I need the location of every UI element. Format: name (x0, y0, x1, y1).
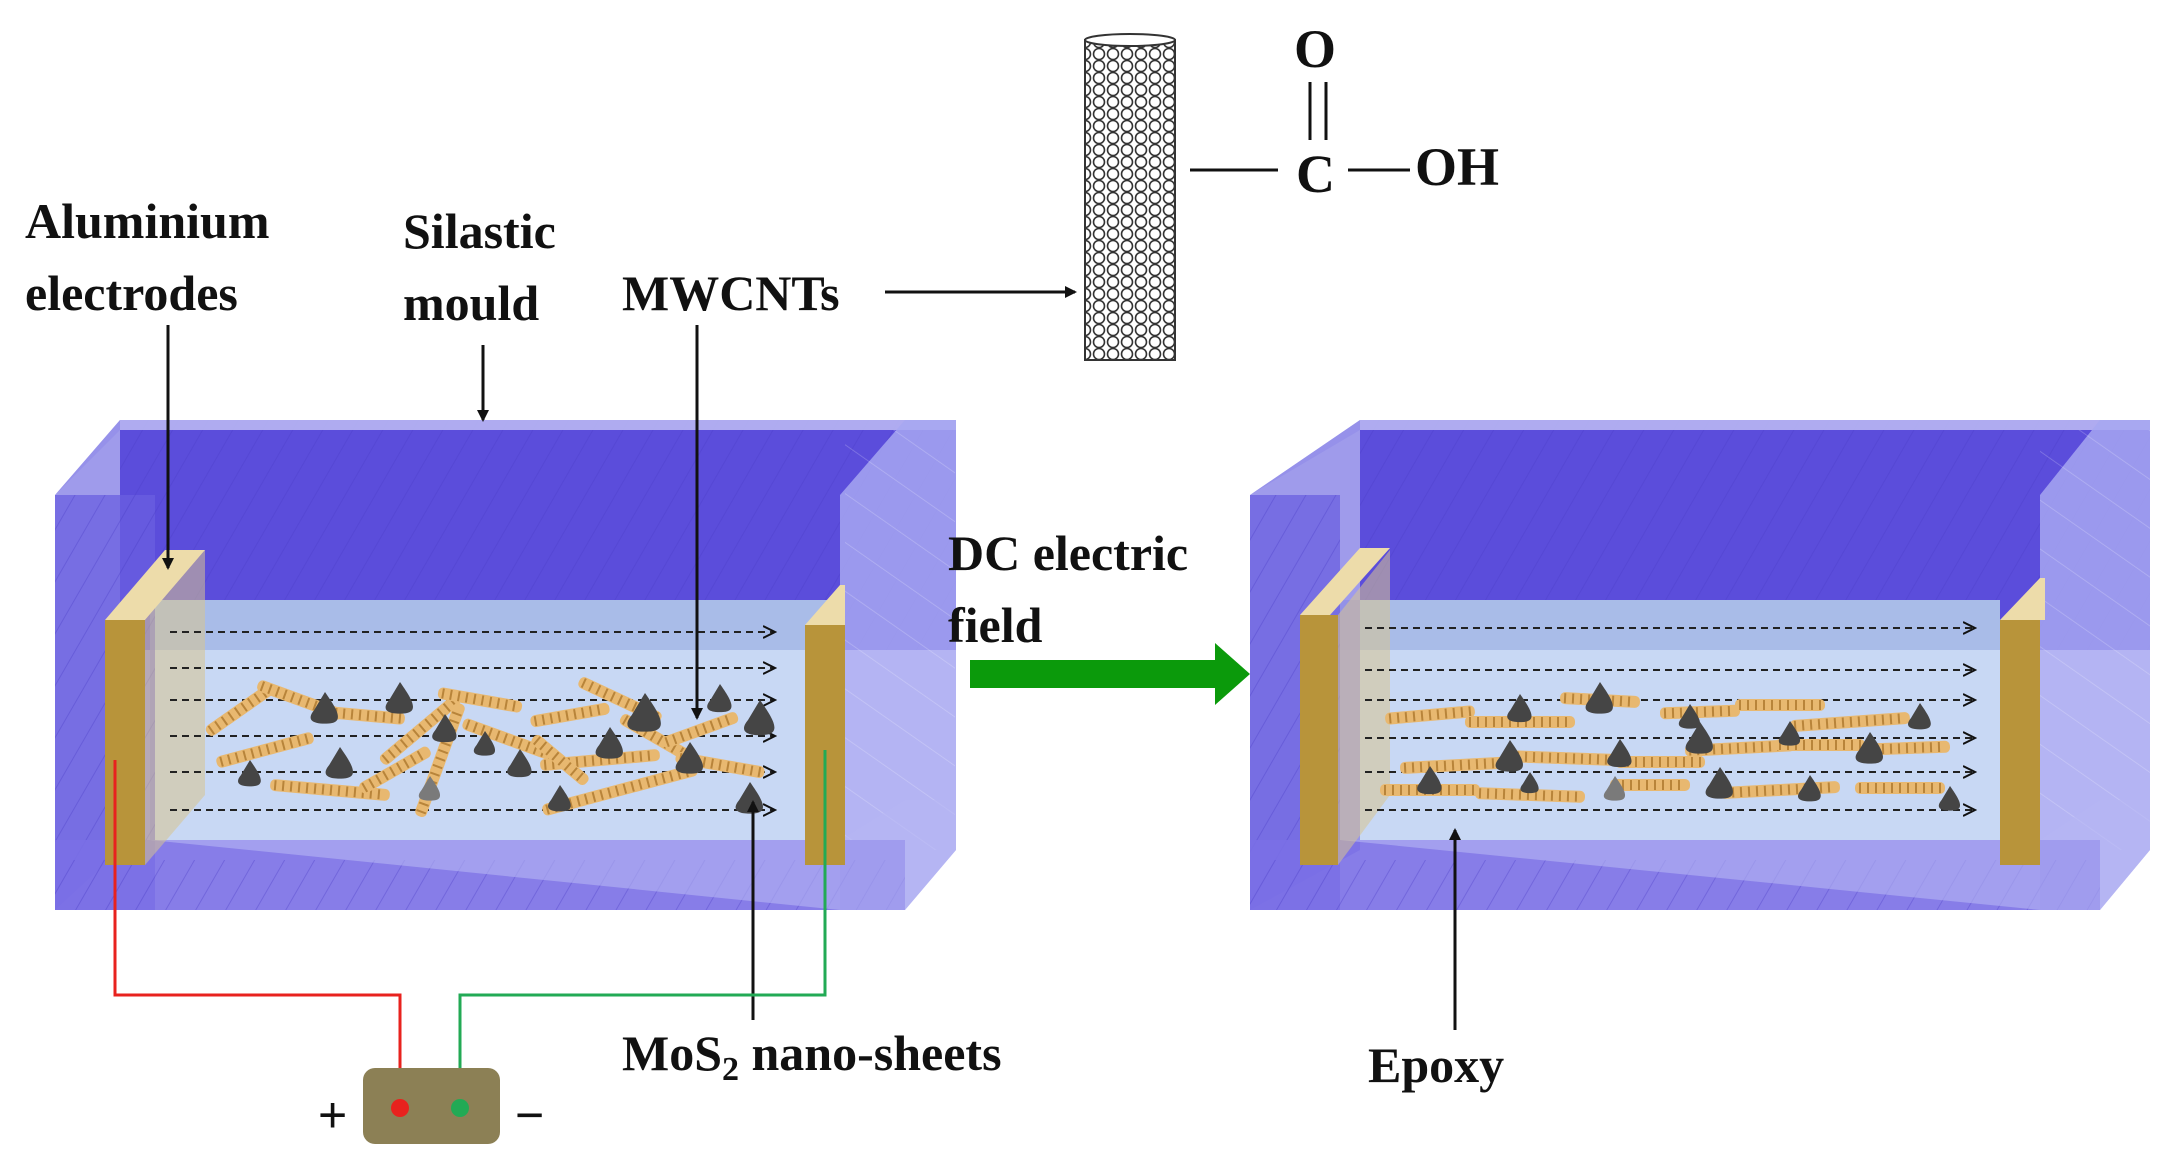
mos2-sheet (743, 700, 775, 736)
label-mos2: MoS2 nano-sheets (622, 1022, 1002, 1101)
nanotube (270, 779, 390, 801)
mos2-sheet (707, 684, 732, 713)
nanotube (531, 734, 589, 786)
label-epoxy: Epoxy (1368, 1037, 1505, 1093)
mos2-sheet (1855, 732, 1883, 764)
nanotube (1385, 705, 1475, 725)
nanotube (1659, 704, 1741, 720)
atom-carbon: C (1296, 144, 1335, 204)
nanotube (530, 702, 610, 728)
mos2-sheet (1705, 767, 1733, 799)
mos2-sheet (432, 714, 457, 743)
mos2-sheet (1607, 739, 1632, 768)
mos2-sheet (385, 682, 413, 714)
negative-terminal (451, 1099, 469, 1117)
label-dc-line1: DC electric (948, 525, 1189, 581)
mos2-sheet (1495, 740, 1523, 772)
nanotube (1735, 699, 1825, 711)
mos2-sheet (418, 776, 441, 801)
wire-negative (458, 750, 827, 1108)
mwcnt-illustration (1084, 33, 1176, 361)
mos2-sheet (627, 693, 661, 732)
mos2-sheet (1507, 694, 1532, 723)
nanotube (359, 746, 431, 794)
positive-sign: + (318, 1087, 348, 1143)
field-lines-right (1365, 628, 1975, 810)
mos2-sheet (310, 692, 338, 724)
nanocomposite-aligned (1380, 682, 1961, 811)
mos2-sheet (1520, 772, 1539, 794)
nanotube (205, 684, 275, 736)
mos2-sheet (1585, 682, 1613, 714)
mos2-sheet (1907, 703, 1931, 730)
mos2-sheet (473, 731, 496, 756)
label-mos2-main: MoS (622, 1025, 722, 1081)
negative-sign: − (515, 1087, 545, 1143)
nanotube (661, 712, 739, 748)
mos2-sheet (1778, 721, 1801, 746)
label-mos2-rest: nano-sheets (739, 1025, 1002, 1081)
mos2-sheet (1417, 766, 1442, 795)
nanotube (437, 687, 523, 713)
group-hydroxyl: OH (1415, 137, 1500, 197)
nanotube (1790, 712, 1910, 732)
power-supply-box (363, 1068, 500, 1144)
nanocomposite-random (205, 677, 775, 818)
mos2-sheet (1938, 786, 1961, 811)
nanotube (1615, 756, 1705, 768)
nanotube (1474, 787, 1586, 803)
nanotube (216, 732, 314, 768)
wire-positive (113, 760, 402, 1108)
mos2-sheet (595, 727, 623, 759)
electrode-right-mould-right (2000, 578, 2045, 865)
mos2-sheet (1685, 722, 1713, 754)
mos2-sheet (547, 785, 571, 812)
atom-oxygen: O (1294, 19, 1337, 79)
mos2-sheet (675, 742, 703, 774)
mos2-sheet (325, 747, 353, 779)
label-mos2-subscript: 2 (722, 1051, 739, 1088)
label-dc-line2: field (948, 597, 1043, 653)
mos2-sheet (1678, 704, 1701, 729)
electrode-left-mould-left (105, 550, 205, 865)
label-aluminium-line2: electrodes (25, 265, 238, 321)
nanotube (462, 718, 558, 762)
label-silastic-line1: Silastic (403, 203, 556, 259)
label-aluminium-line1: Aluminium (25, 193, 270, 249)
label-silastic-line2: mould (403, 275, 540, 331)
positive-terminal (391, 1099, 409, 1117)
dc-field-arrow (970, 643, 1250, 705)
label-mwcnts: MWCNTs (622, 265, 840, 321)
mos2-sheet (1797, 775, 1821, 802)
nanotube (1504, 750, 1616, 766)
mos2-sheet (237, 760, 261, 787)
mos2-sheet (1603, 776, 1626, 801)
mos2-sheet (507, 749, 532, 778)
nanotube (1855, 782, 1945, 794)
